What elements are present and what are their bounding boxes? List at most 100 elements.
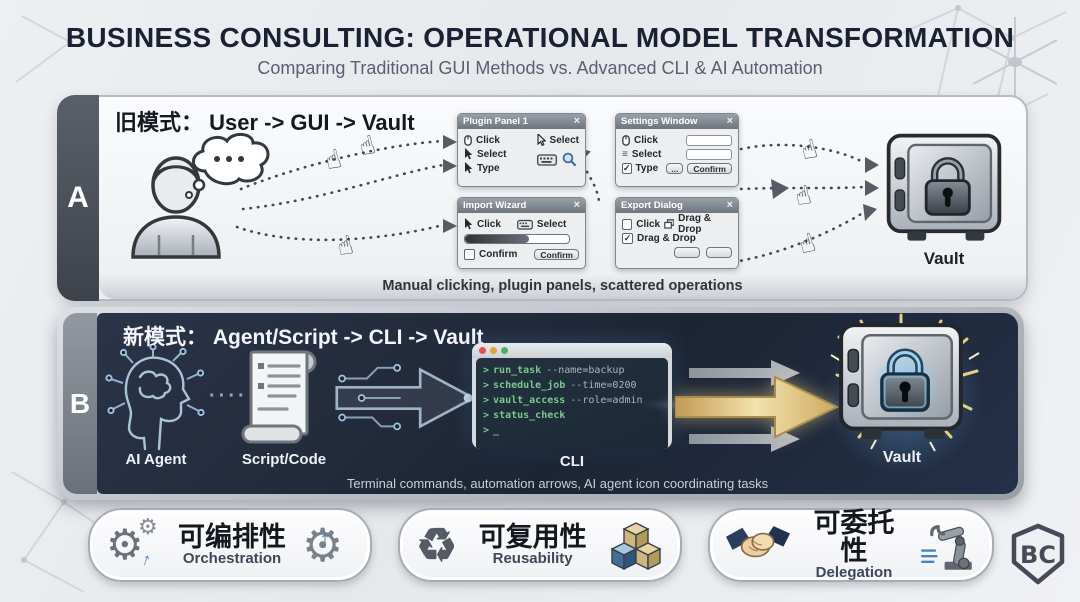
mouse-icon xyxy=(622,134,630,146)
panel-a-flow-arrows: ☝ ☝ ☝ ☝ ☝ ☝ xyxy=(235,130,879,267)
close-icon[interactable]: × xyxy=(726,199,733,211)
feature-orchestration[interactable]: ⚙⚙↑ 可编排性 Orchestration ⚙↑ xyxy=(88,508,372,582)
close-icon[interactable]: × xyxy=(573,199,580,211)
plugin-row-click[interactable]: Click xyxy=(464,133,506,147)
export-title: Export Dialog xyxy=(621,200,683,211)
window-export-dialog: Export Dialog × Click Drag & Drop ✓ Drag… xyxy=(615,197,739,269)
traffic-light-yellow-icon[interactable] xyxy=(490,347,497,354)
svg-text:☝: ☝ xyxy=(796,228,819,261)
checkbox-checked-icon[interactable]: ✓ xyxy=(622,232,633,244)
plugin-panel-titlebar[interactable]: Plugin Panel 1 × xyxy=(458,114,585,129)
bc-logo-text: BC xyxy=(1020,541,1056,569)
checkbox-icon[interactable] xyxy=(464,248,475,260)
window-plugin-panel: Plugin Panel 1 × Click Select Type xyxy=(457,113,586,187)
cli-titlebar xyxy=(472,343,672,358)
settings-input-select[interactable] xyxy=(686,148,732,160)
panel-a-heading: 旧模式： User -> GUI -> Vault xyxy=(115,110,415,135)
panel-b-new-model: B 新模式： Agent/Script -> CLI -> Vault xyxy=(57,307,1024,500)
window-import-wizard: Import Wizard × Click Select Confirm Con… xyxy=(457,197,586,269)
recycle-icon: ♻ xyxy=(416,519,458,571)
svg-text:☝: ☝ xyxy=(334,230,356,263)
export-titlebar[interactable]: Export Dialog × xyxy=(616,198,738,213)
user-icon xyxy=(131,156,221,259)
script-code-icon xyxy=(241,350,317,444)
panel-b-caption: Terminal commands, automation arrows, AI… xyxy=(346,476,769,491)
vault-a-label: Vault xyxy=(923,249,965,268)
settings-row-type: ✓ Type ... Confirm xyxy=(622,161,732,175)
feature-orchestration-zh: 可编排性 xyxy=(178,522,286,552)
checkbox-checked-icon[interactable]: ✓ xyxy=(622,162,632,174)
pointer-icon xyxy=(536,134,546,146)
settings-title: Settings Window xyxy=(621,116,698,127)
window-settings: Settings Window × Click ≡ Select ✓ xyxy=(615,113,739,187)
panel-a-letter: A xyxy=(67,181,89,214)
panel-b-heading: 新模式： Agent/Script -> CLI -> Vault xyxy=(123,326,484,349)
gray-arrow-bottom-icon xyxy=(689,426,800,452)
feature-reusability-zh: 可复用性 xyxy=(478,522,587,552)
import-titlebar[interactable]: Import Wizard × xyxy=(458,198,585,213)
panel-a-caption: Manual clicking, plugin panels, scattere… xyxy=(99,274,1026,299)
keyboard-icon[interactable] xyxy=(536,153,557,166)
dotted-link: ···· xyxy=(209,385,248,407)
import-confirm-button[interactable]: Confirm xyxy=(534,248,579,260)
settings-row-select: ≡ Select xyxy=(622,147,732,161)
svg-text:☝: ☝ xyxy=(322,144,345,177)
feature-reusability[interactable]: ♻ 可复用性 Reusability xyxy=(398,508,682,582)
import-progress-bar xyxy=(464,234,570,244)
vault-secure-icon xyxy=(839,323,963,439)
hand-cursor-icons: ☝ ☝ ☝ ☝ ☝ ☝ xyxy=(322,130,821,263)
gray-arrow-top-icon xyxy=(689,360,800,386)
bc-shield-logo: BC xyxy=(1011,523,1065,585)
ai-agent-label: AI Agent xyxy=(125,451,187,468)
traffic-light-green-icon[interactable] xyxy=(501,347,508,354)
vault-b-label: Vault xyxy=(882,449,922,466)
mouse-icon xyxy=(464,134,472,146)
export-button-1[interactable] xyxy=(674,246,700,258)
checkbox-icon[interactable] xyxy=(622,218,633,230)
robot-arm-icon xyxy=(921,525,972,570)
feature-reusability-en: Reusability xyxy=(492,550,573,567)
plugin-panel-title: Plugin Panel 1 xyxy=(463,116,528,127)
pointer-icon xyxy=(465,148,473,160)
cli-label: CLI xyxy=(559,453,585,470)
plugin-row-type[interactable]: Type xyxy=(464,161,506,175)
handshake-icon xyxy=(726,526,790,558)
page-subtitle: Comparing Traditional GUI Methods vs. Ad… xyxy=(257,58,823,78)
gold-arrow-icon xyxy=(675,375,840,439)
export-button-2[interactable] xyxy=(706,246,732,258)
settings-titlebar[interactable]: Settings Window × xyxy=(616,114,738,129)
svg-text:☝: ☝ xyxy=(798,134,821,167)
close-icon[interactable]: × xyxy=(726,115,733,127)
panel-b-content: 新模式： Agent/Script -> CLI -> Vault xyxy=(97,313,1018,494)
feature-orchestration-en: Orchestration xyxy=(182,550,282,567)
traffic-light-red-icon[interactable] xyxy=(479,347,486,354)
settings-confirm-button[interactable]: Confirm xyxy=(687,162,732,174)
import-title: Import Wizard xyxy=(463,200,527,211)
vault-icon xyxy=(886,133,1002,241)
script-code-label: Script/Code xyxy=(241,451,327,468)
panel-a-badge: A xyxy=(57,95,99,301)
gears-icon: ⚙⚙↑ xyxy=(106,514,158,570)
feature-delegation-en: Delegation xyxy=(815,564,893,581)
close-icon[interactable]: × xyxy=(573,115,580,127)
building-blocks-icon xyxy=(610,522,662,571)
panel-a-old-model: A 旧模式： User -> GUI -> Vault xyxy=(57,95,1028,301)
settings-more-button[interactable]: ... xyxy=(666,162,684,174)
feature-delegation[interactable]: 可委托性 Delegation xyxy=(708,508,994,582)
ai-agent-icon xyxy=(105,345,205,451)
pointer-icon xyxy=(465,218,473,230)
pointer-icon xyxy=(465,162,473,174)
svg-text:☝: ☝ xyxy=(792,180,814,213)
cli-terminal-window: >run_task--name=backup >schedule_job--ti… xyxy=(472,343,672,449)
cli-output[interactable]: >run_task--name=backup >schedule_job--ti… xyxy=(476,358,668,449)
plugin-row-select[interactable]: Select xyxy=(464,147,506,161)
feature-delegation-zh: 可委托性 xyxy=(813,508,895,566)
settings-row-click: Click xyxy=(622,133,732,147)
plugin-row-select-2[interactable]: Select xyxy=(536,133,579,147)
gear-up-arrow-icon: ⚙↑ xyxy=(302,519,344,571)
settings-input-click[interactable] xyxy=(686,134,732,146)
panel-b-badge: B xyxy=(63,313,97,494)
magnifier-icon[interactable] xyxy=(562,152,577,167)
